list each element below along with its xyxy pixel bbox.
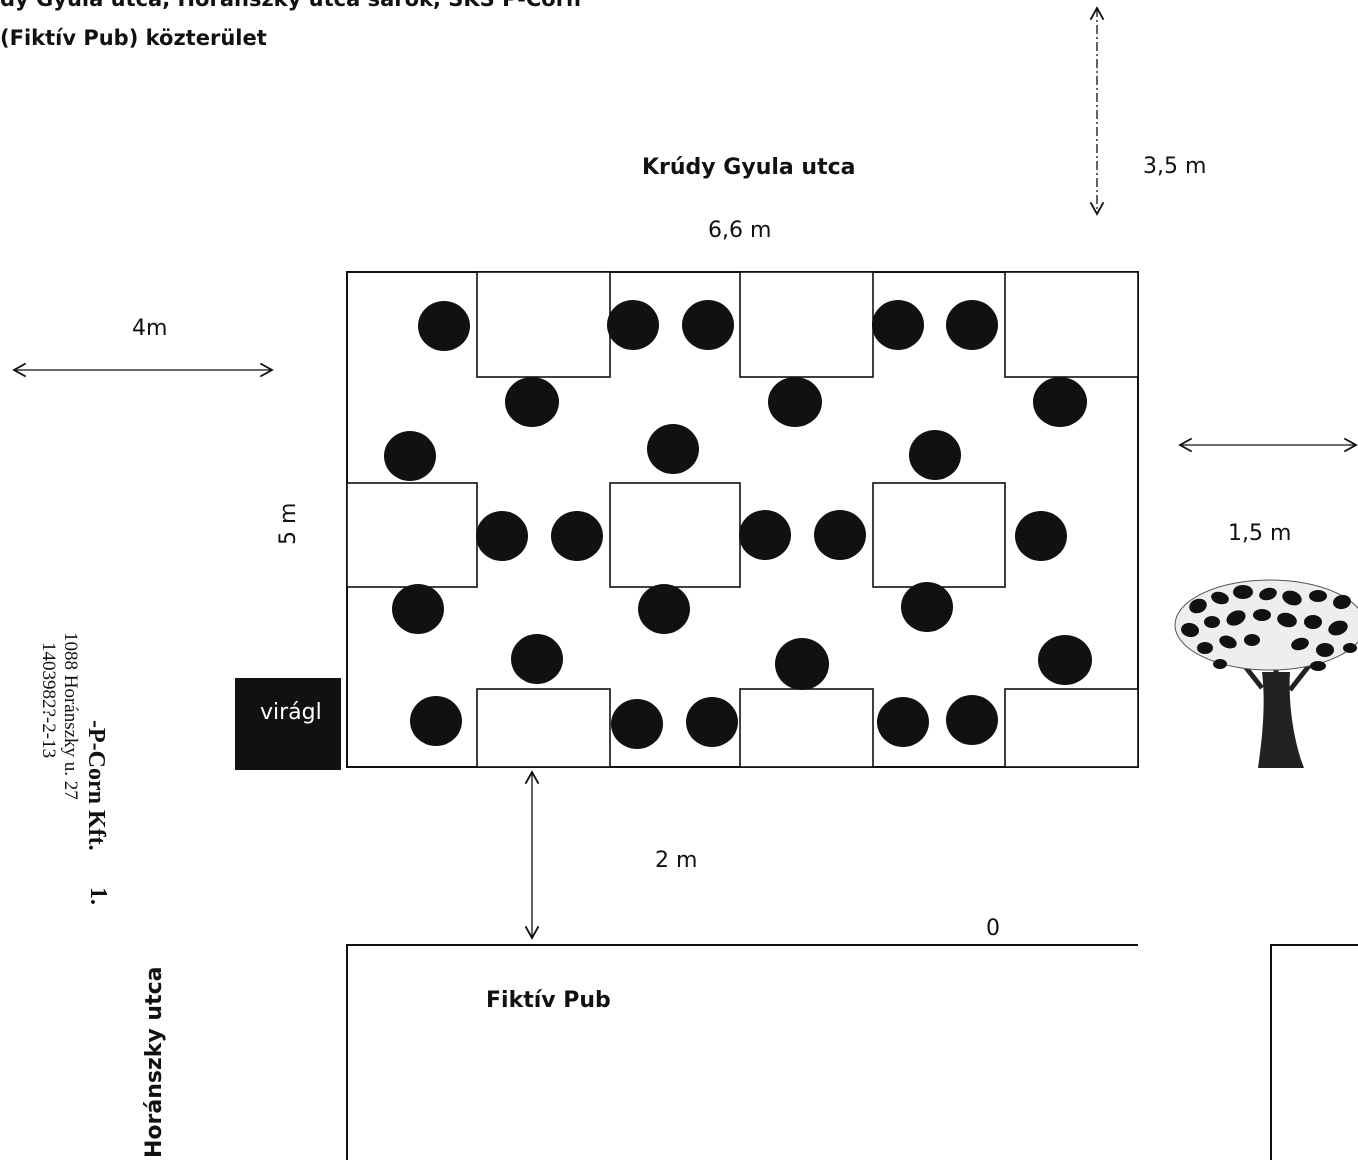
table bbox=[476, 688, 611, 768]
chair bbox=[686, 697, 738, 747]
table bbox=[1004, 271, 1139, 378]
chair bbox=[1015, 511, 1067, 561]
chair bbox=[1033, 377, 1087, 427]
chair bbox=[392, 584, 444, 634]
chair bbox=[946, 300, 998, 350]
chair bbox=[775, 638, 829, 690]
chair bbox=[551, 511, 603, 561]
chair bbox=[476, 511, 528, 561]
stamp-line-1: -P-Corn Kft. bbox=[83, 720, 109, 851]
table bbox=[346, 482, 478, 588]
table bbox=[1004, 688, 1139, 768]
chair bbox=[909, 430, 961, 480]
top-offset-label: 3,5 m bbox=[1143, 154, 1206, 179]
company-stamp: -P-Corn Kft. 1088 Horánszky u. 27 140398… bbox=[38, 632, 111, 905]
chair bbox=[877, 697, 929, 747]
right-offset-label: 1,5 m bbox=[1228, 521, 1291, 546]
chair bbox=[739, 510, 791, 560]
table bbox=[739, 688, 874, 768]
chair bbox=[384, 431, 436, 481]
chair bbox=[647, 424, 699, 474]
bottom-offset-label: 2 m bbox=[655, 848, 697, 873]
header-line-2: (Fiktív Pub) közterület bbox=[0, 26, 267, 50]
stamp-line-4: 1. bbox=[85, 887, 111, 905]
stamp-line-2: 1088 Horánszky u. 27 bbox=[60, 632, 81, 800]
chair bbox=[1038, 635, 1092, 685]
chair bbox=[872, 300, 924, 350]
chair bbox=[682, 300, 734, 350]
chair bbox=[410, 696, 462, 746]
chair bbox=[638, 584, 690, 634]
chair bbox=[511, 634, 563, 684]
stamp-line-3: 1403982?-2-13 bbox=[38, 642, 59, 758]
chair bbox=[418, 301, 470, 351]
left-offset-label: 4m bbox=[132, 316, 167, 341]
table bbox=[739, 271, 874, 378]
header-line-1: dy Gyula utca, Horánszky utca sarok, SKS… bbox=[0, 0, 581, 11]
chair bbox=[607, 300, 659, 350]
table bbox=[476, 271, 611, 378]
neighbor-building-outline bbox=[1270, 944, 1358, 1160]
planter-label: virágl bbox=[260, 700, 322, 725]
chair bbox=[768, 377, 822, 427]
chair bbox=[505, 377, 559, 427]
width-label: 6,6 m bbox=[708, 218, 771, 243]
street-name-west: Horánszky utca bbox=[142, 967, 167, 1158]
street-name-north: Krúdy Gyula utca bbox=[642, 155, 855, 180]
chair bbox=[946, 695, 998, 745]
building-outline bbox=[346, 944, 1138, 1160]
building-label: Fiktív Pub bbox=[486, 988, 611, 1013]
chair bbox=[611, 699, 663, 749]
table bbox=[872, 482, 1006, 588]
planter-box bbox=[235, 678, 341, 770]
chair bbox=[901, 582, 953, 632]
height-label: 5 m bbox=[276, 503, 301, 545]
chair bbox=[814, 510, 866, 560]
table bbox=[609, 482, 741, 588]
chairs bbox=[384, 300, 1092, 749]
zero-mark: 0 bbox=[986, 916, 1000, 941]
tree-icon bbox=[1174, 579, 1358, 768]
